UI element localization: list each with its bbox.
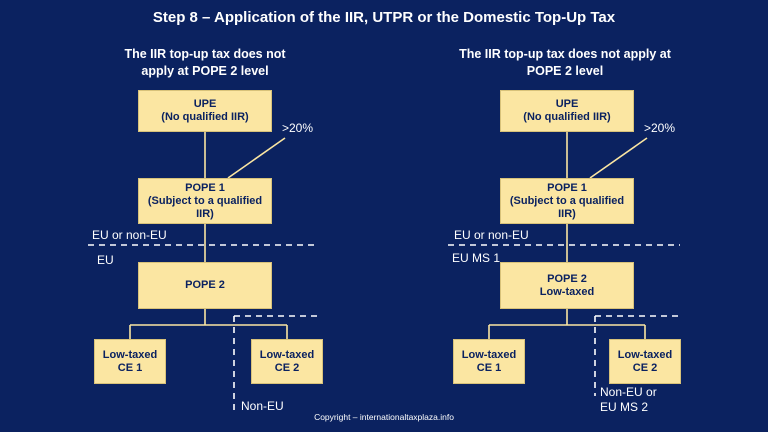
right-upe-box: UPE (No qualified IIR) [500,90,634,132]
left-border-below-label: EU [97,253,114,267]
right-ce1-sublabel: CE 1 [476,361,502,374]
right-upe-label: UPE [555,98,579,110]
right-upe-sublabel: (No qualified IIR) [523,111,611,123]
left-ce2-sublabel: CE 2 [274,361,300,374]
left-ce1-box: Low-taxed CE 1 [94,339,166,384]
right-threshold-line [589,137,648,179]
right-ce1-box: Low-taxed CE 1 [453,339,525,384]
right-pope2-box: POPE 2 Low-taxed [500,262,634,309]
right-ce2-jurisdiction-label: Non-EU or EU MS 2 [600,385,657,415]
left-ce1-label: Low-taxed [102,348,158,361]
copyright-notice: Copyright – internationaltaxplaza.info [314,412,454,422]
right-pope1-label: POPE 1 [547,181,587,194]
right-ce2-box: Low-taxed CE 2 [609,339,681,384]
left-pope1-sublabel2: IIR) [196,207,214,220]
right-heading-line1: The IIR top-up tax does not apply at [459,47,671,61]
right-heading: The IIR top-up tax does not apply at POP… [420,46,710,80]
left-upe-sublabel: (No qualified IIR) [161,111,249,123]
left-ce1-sublabel: CE 1 [117,361,143,374]
right-ce2-sublabel: CE 2 [632,361,658,374]
left-upe-box: UPE (No qualified IIR) [138,90,272,132]
left-threshold-label: >20% [282,121,314,135]
page-title: Step 8 – Application of the IIR, UTPR or… [152,9,616,26]
right-threshold-label: >20% [644,121,676,135]
left-ce2-label: Low-taxed [259,348,315,361]
right-pope1-sublabel2: IIR) [558,207,576,220]
left-pope2-box: POPE 2 [138,262,272,309]
left-heading-line2: apply at POPE 2 level [141,64,269,78]
left-pope1-label: POPE 1 [185,181,225,194]
right-ce2-jurisdiction-line1: Non-EU or [600,385,657,399]
left-ce2-box: Low-taxed CE 2 [251,339,323,384]
right-border-above-label: EU or non-EU [454,228,529,242]
right-heading-line2: POPE 2 level [526,64,604,78]
left-heading: The IIR top-up tax does not apply at POP… [65,46,345,80]
right-ce1-label: Low-taxed [461,348,517,361]
left-pope1-sublabel: (Subject to a qualified [147,194,263,207]
right-pope1-box: POPE 1 (Subject to a qualified IIR) [500,178,634,224]
right-ce2-label: Low-taxed [617,348,673,361]
left-threshold-line [227,137,286,179]
left-upe-label: UPE [193,98,217,110]
right-pope2-sublabel: Low-taxed [539,285,595,298]
left-pope1-box: POPE 1 (Subject to a qualified IIR) [138,178,272,224]
left-border-above-label: EU or non-EU [92,228,167,242]
right-pope1-sublabel: (Subject to a qualified [509,194,625,207]
right-ce2-jurisdiction-line2: EU MS 2 [600,400,649,414]
left-heading-line1: The IIR top-up tax does not [124,47,286,61]
right-border-below-label: EU MS 1 [452,251,501,265]
left-ce2-jurisdiction-label: Non-EU [241,399,284,413]
right-pope2-label: POPE 2 [547,272,587,285]
left-pope2-label: POPE 2 [185,279,225,291]
